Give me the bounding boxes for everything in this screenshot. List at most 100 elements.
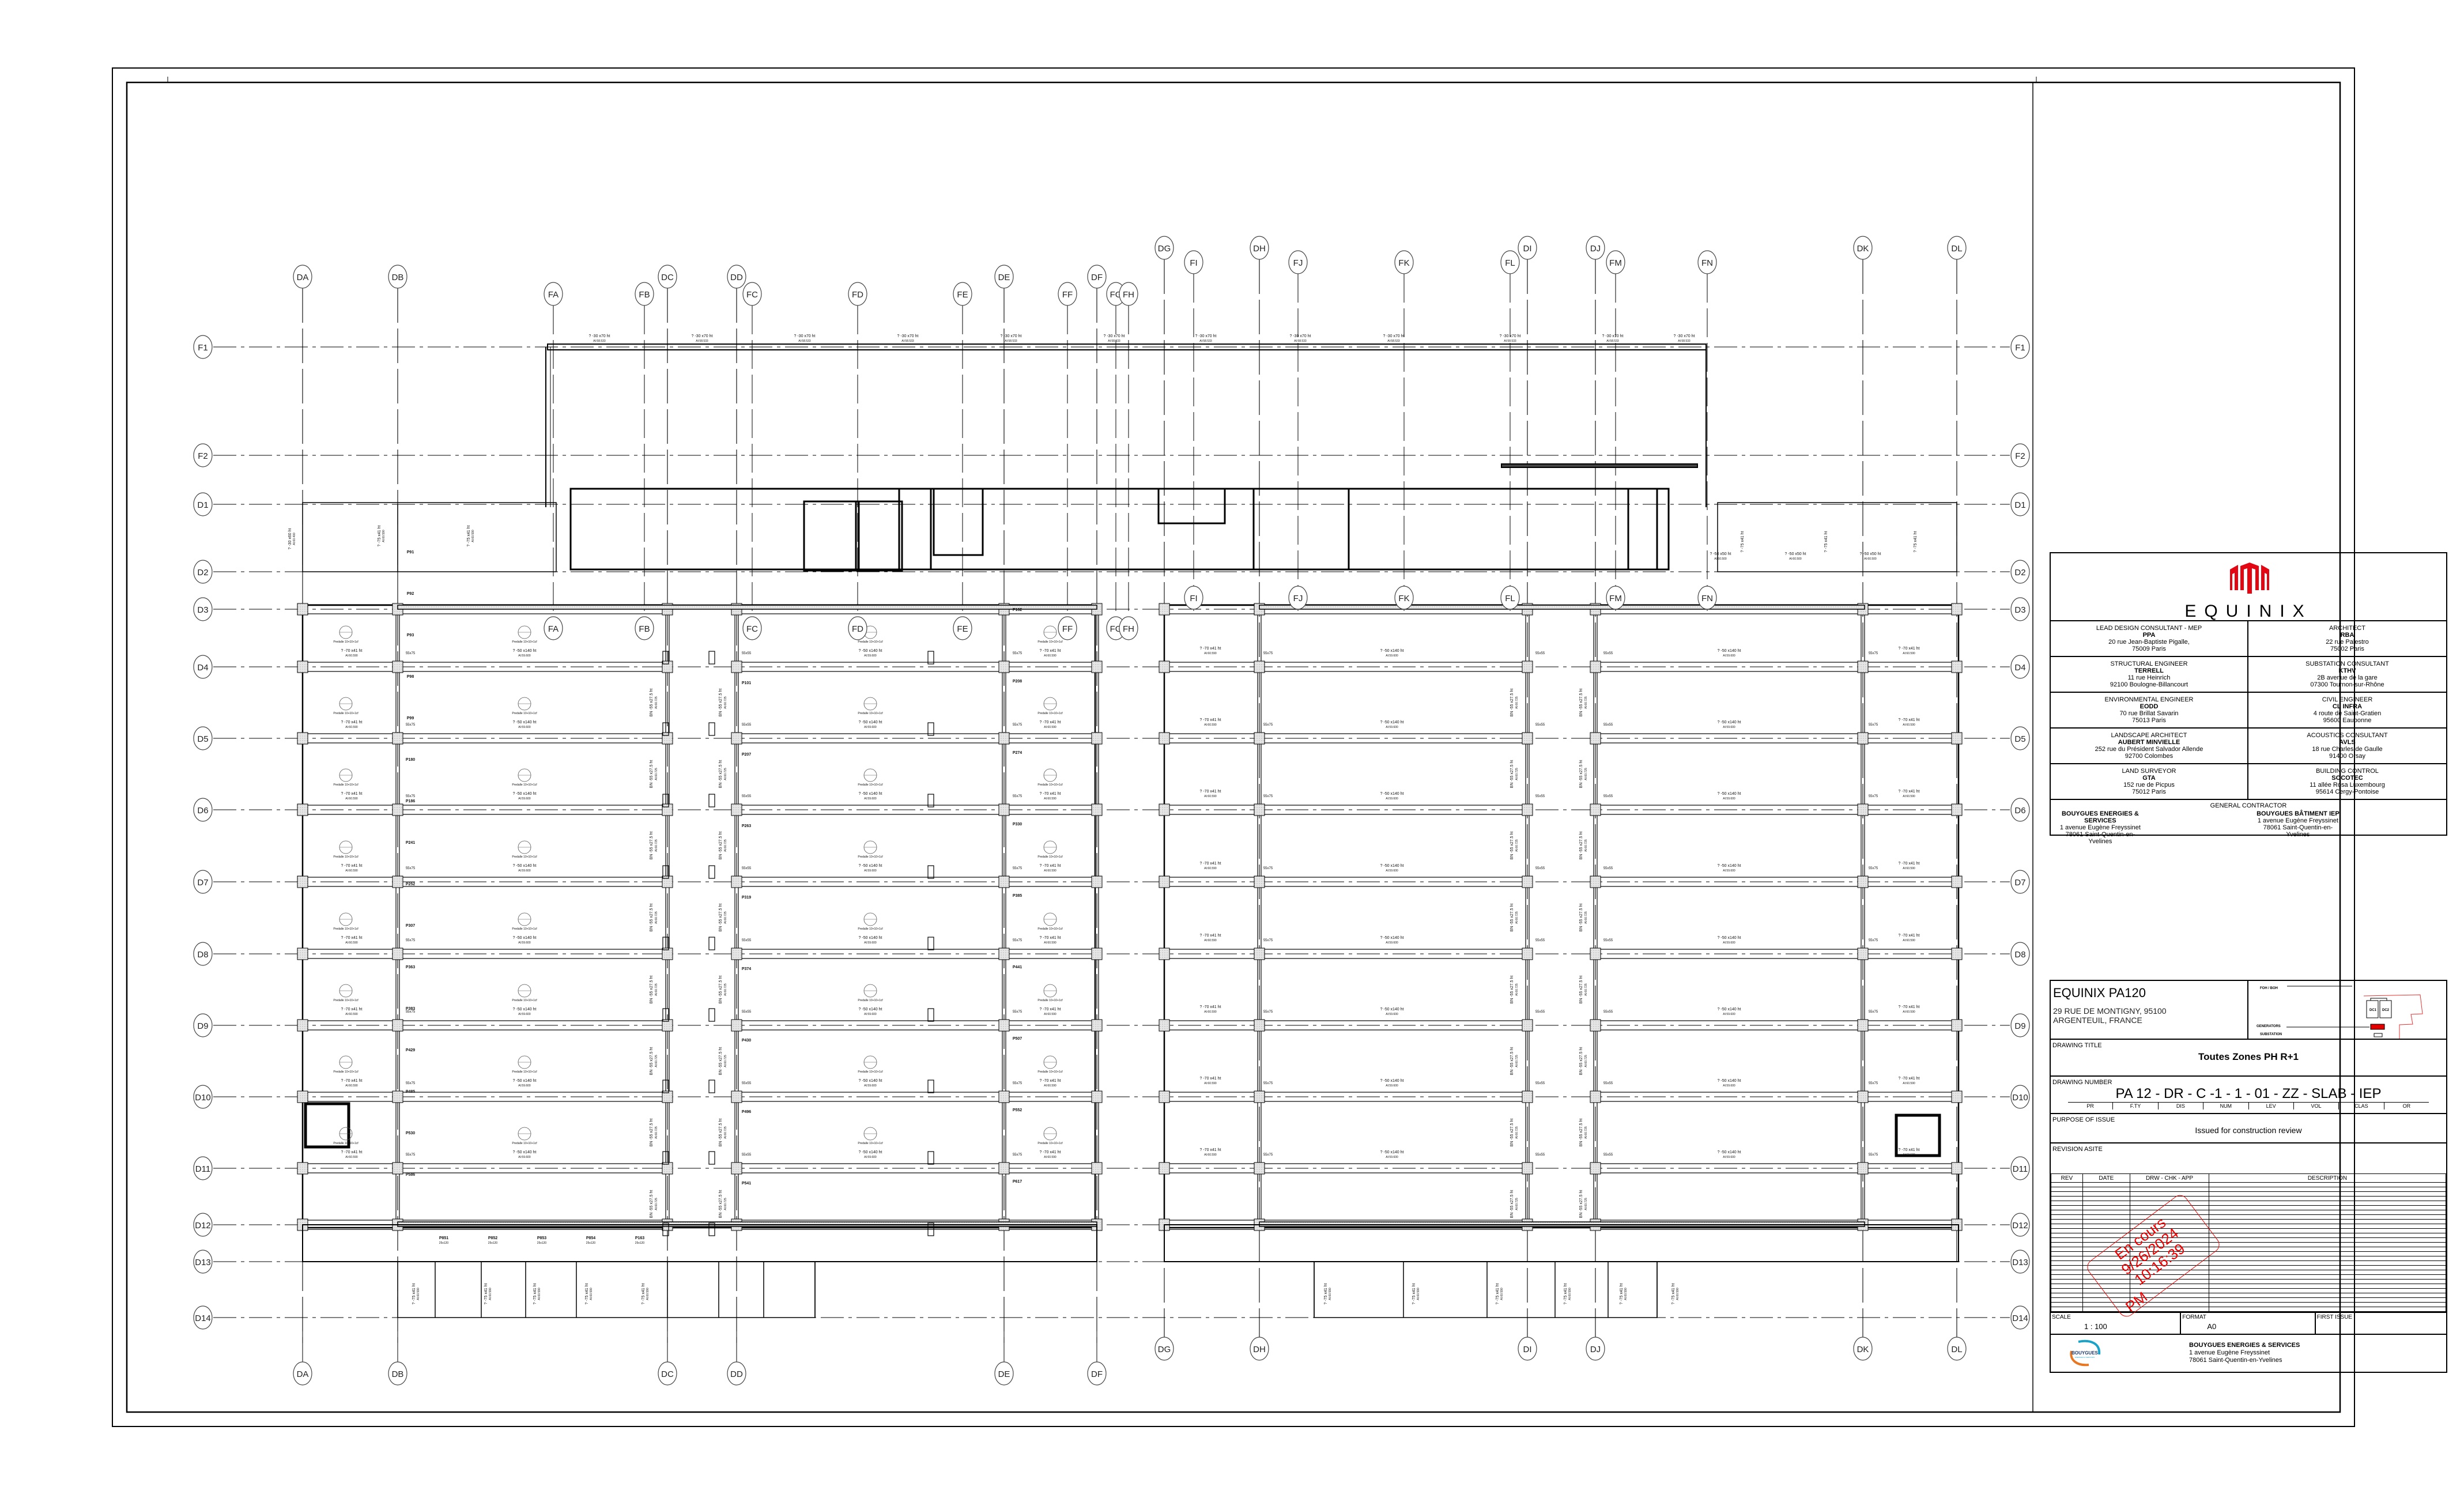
annotation-text: AI:60.590 xyxy=(1903,939,1915,942)
annotation-text: BN -55 x27.5 ht xyxy=(1510,689,1514,717)
grid-bubble-column-f-mid: FJ xyxy=(1288,586,1308,610)
scale-format-row: SCALE 1 : 100 FORMAT A0 FIRST ISSUE xyxy=(2051,1313,2446,1335)
annotation-text: AI:58.533 xyxy=(1294,339,1307,343)
drawing-number-code: DIS xyxy=(2159,1103,2204,1109)
revision-row xyxy=(2051,1201,2447,1206)
annotation-text: BN -55 x27.5 ht xyxy=(1510,832,1514,860)
annotation-text: AI:60.725 xyxy=(1515,1198,1519,1210)
annotation-text: ? -30 x70 ht xyxy=(1104,334,1125,338)
annotation-text: ? -30 x60 ht xyxy=(288,528,292,549)
grid-bubble-column-top: DC xyxy=(658,265,677,289)
revision-row xyxy=(2051,1191,2447,1197)
svg-text:FK: FK xyxy=(1398,258,1409,268)
annotation-text: AI:60.590 xyxy=(1044,654,1056,658)
svg-text:DD: DD xyxy=(730,1369,743,1379)
svg-text:FG: FG xyxy=(1110,290,1122,300)
annotation-text: ? -70 x41 ht xyxy=(1200,862,1221,866)
revision-row xyxy=(2051,1182,2447,1187)
first-issue-label: FIRST ISSUE xyxy=(2316,1314,2353,1320)
annotation-text: P101 xyxy=(742,681,751,685)
annotation-text: ? -50 x140 ht xyxy=(1380,1079,1404,1083)
annotation-text: 55x75 xyxy=(1263,1082,1273,1085)
svg-text:FG: FG xyxy=(1110,624,1122,634)
svg-text:D11: D11 xyxy=(2013,1164,2028,1174)
svg-text:ENERGIES & SERVICES: ENERGIES & SERVICES xyxy=(2075,1356,2095,1358)
annotation-text: AI:60.590 xyxy=(1044,726,1056,729)
grid-bubble-row-right: D4 xyxy=(2010,655,2030,679)
project-address-1: 29 RUE DE MONTIGNY, 95100 xyxy=(2053,1006,2167,1016)
annotation-text: AI:60.590 xyxy=(345,726,358,729)
svg-text:DE: DE xyxy=(998,273,1010,282)
annotation-text: AI:60.725 xyxy=(724,696,727,709)
annotation-text: ? -50 x140 ht xyxy=(513,1079,537,1083)
grid-lines xyxy=(213,259,2010,1362)
annotation-text: ? -50 x140 ht xyxy=(513,649,537,653)
annotation-text: 55x55 xyxy=(1603,1082,1613,1085)
svg-text:DA: DA xyxy=(297,273,309,282)
annotation-text: AI:60.590 xyxy=(1204,1010,1217,1014)
annotation-text: ? -50 x140 ht xyxy=(1380,792,1404,796)
annotation-text: ? -50 x140 ht xyxy=(1380,936,1404,940)
annotation-text: BN -55 x27.5 ht xyxy=(1510,976,1514,1004)
annotation-text: AI:59.600 xyxy=(864,1084,877,1088)
annotation-text: AI:59.600 xyxy=(1723,1013,1735,1016)
svg-text:D12: D12 xyxy=(195,1221,211,1231)
annotation-text: ? -50 x140 ht xyxy=(1718,1079,1741,1083)
svg-text:DG: DG xyxy=(1158,244,1171,254)
consultant-addr1: 11 rue Heinrich xyxy=(2127,674,2171,681)
grid-bubble-row-left: D9 xyxy=(193,1013,213,1037)
annotation-text: ? -30 x70 ht xyxy=(1001,334,1022,338)
project-section: EQUINIX PA120 29 RUE DE MONTIGNY, 95100 … xyxy=(2051,981,2446,1048)
annotation-text: ? -75 x41 ht xyxy=(642,1283,646,1304)
sheet-frame xyxy=(112,67,2355,1427)
svg-text:D7: D7 xyxy=(197,878,208,888)
annotation-text: Predalle 10+10+1cf xyxy=(512,999,537,1002)
annotation-text: AI:60.725 xyxy=(724,1198,727,1210)
annotation-text: ? -50 x140 ht xyxy=(513,864,537,868)
annotation-text: BN -55 x27.5 ht xyxy=(1510,1119,1514,1147)
annotation-text: AI:59.600 xyxy=(864,797,877,801)
annotation-text: ? -30 x70 ht xyxy=(1500,334,1521,338)
grid-bubble-row-right: D14 xyxy=(2010,1305,2030,1330)
revision-row xyxy=(2051,1224,2447,1229)
annotation-text: 55x75 xyxy=(1263,1010,1273,1014)
svg-text:DI: DI xyxy=(1523,1345,1532,1354)
annotation-text: BN -55 x27.5 ht xyxy=(719,904,723,932)
format-value: A0 xyxy=(2207,1322,2217,1331)
revision-row xyxy=(2051,1187,2447,1192)
annotation-text: Predalle 10+10+1cf xyxy=(333,927,359,931)
grid-bubble-column-top: DH xyxy=(1250,236,1269,260)
annotation-text: ? -70 x41 ht xyxy=(1200,718,1221,722)
grid-bubble-row-right: D5 xyxy=(2010,726,2030,750)
annotation-text: P586 xyxy=(406,1173,415,1177)
annotation-text: AI:58.533 xyxy=(798,339,811,343)
svg-text:FE: FE xyxy=(957,624,968,634)
annotation-text: AI:60.590 xyxy=(345,654,358,658)
annotation-text: ? -70 x41 ht xyxy=(1899,1148,1920,1152)
annotation-text: ? -75 x41 ht xyxy=(412,1283,416,1304)
grid-bubble-column-bottom: DK xyxy=(1853,1337,1873,1361)
grid-bubble-column-top: DI xyxy=(1518,236,1537,260)
annotation-text: ? -30 x70 ht xyxy=(794,334,816,338)
annotation-text: AI:60.725 xyxy=(724,839,727,852)
annotation-text: AI:60.725 xyxy=(724,1126,727,1139)
annotation-text: ? -50 x50 ht xyxy=(1710,552,1731,556)
annotation-text: P363 xyxy=(406,965,415,969)
grid-bubble-column-bottom: DF xyxy=(1087,1361,1107,1386)
annotation-text: Predalle 10+10+1cf xyxy=(1037,1142,1063,1145)
annotation-text: AI:59.600 xyxy=(1386,1013,1398,1016)
revision-row xyxy=(2051,1307,2447,1312)
annotation-text: BN -55 x27.5 ht xyxy=(719,760,723,788)
grid-bubble-row-left: D2 xyxy=(193,560,213,584)
revision-row xyxy=(2051,1237,2447,1243)
annotation-text: AI:59.600 xyxy=(518,941,531,945)
annotation-text: AI:59.600 xyxy=(518,726,531,729)
grid-bubble-column-f-top: FC xyxy=(742,282,762,306)
annotation-text: 55x55 xyxy=(1535,1153,1545,1157)
annotation-text: ? -70 x41 ht xyxy=(1899,934,1920,938)
gc-left-addr1: 1 avenue Eugène Freyssinet xyxy=(2059,824,2141,831)
